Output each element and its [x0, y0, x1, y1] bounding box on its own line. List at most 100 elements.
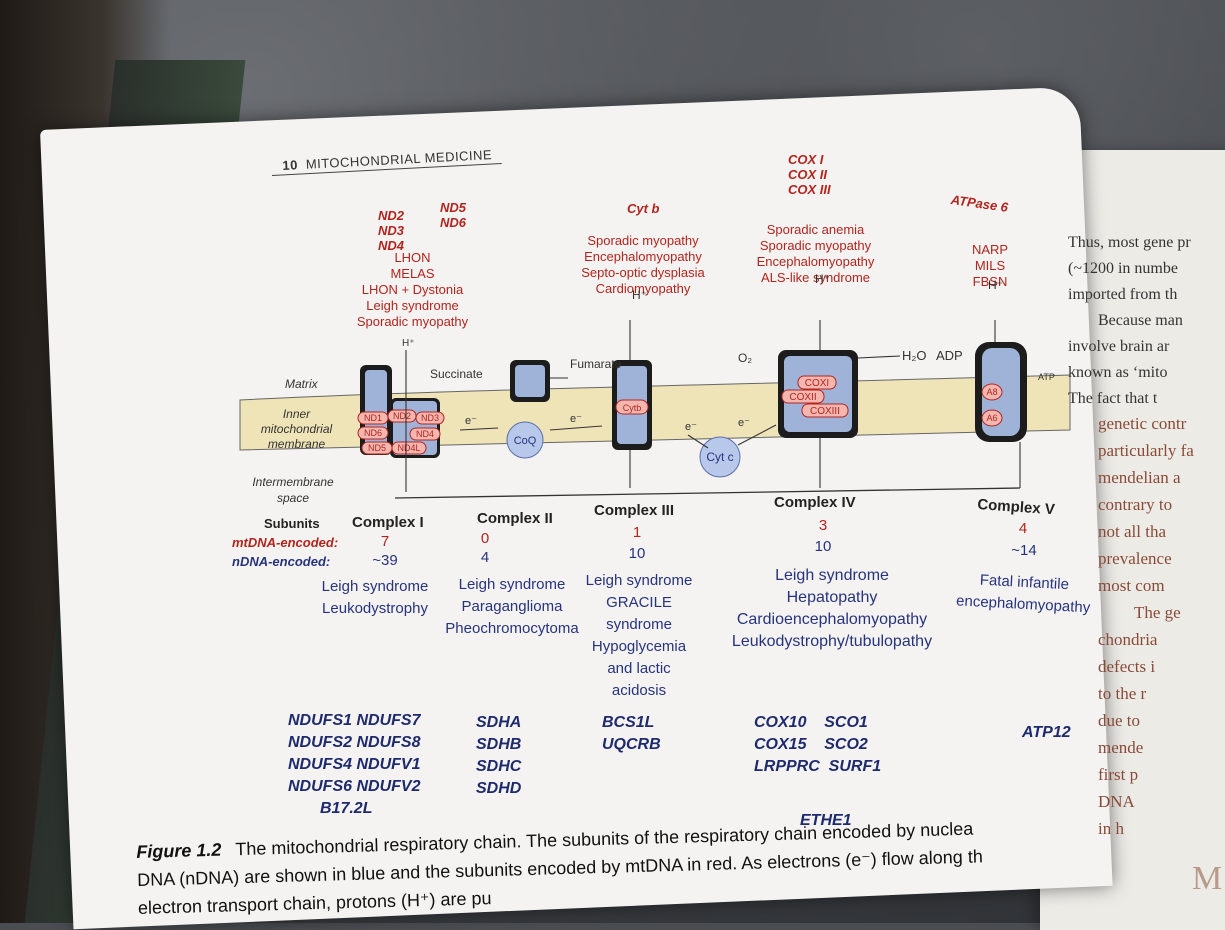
disease-label: GRACILE — [606, 594, 672, 611]
text-line: The ge — [1134, 603, 1181, 622]
complex4-n-genes: COX10 SCO1 COX15 SCO2 LRPPRC SURF1 — [754, 712, 881, 778]
complex5-n-diseases: Fatal infantile encephalomyopathy — [948, 568, 1100, 620]
disease-label: Leukodystrophy/tubulopathy — [731, 633, 933, 650]
subunit-label: ND4L — [397, 443, 420, 453]
inner-membrane-label: Inner mitochondrial membrane — [244, 407, 349, 452]
h-plus-label: H⁺ — [632, 288, 647, 302]
gene-label: NDUFS6 — [288, 778, 353, 795]
complex-v-ndna-count: ~14 — [1011, 542, 1037, 559]
text-line: to the r — [1098, 684, 1147, 703]
disease-label: Leigh syndrome — [321, 578, 429, 595]
complex-i-mtdna-count: 7 — [380, 533, 390, 550]
subunit-label: COXIII — [810, 406, 840, 417]
gene-label: COX I — [788, 152, 824, 167]
text-line: imported from th — [1068, 286, 1178, 303]
disease-label: Leigh syndrome — [366, 298, 459, 313]
complex-ii-ndna-count: 4 — [480, 549, 490, 566]
complex-v-mtdna-count: 4 — [1018, 520, 1028, 537]
h-plus-label: H⁺ — [815, 272, 830, 286]
subunit-label: ND6 — [364, 428, 382, 438]
ndna-row-label: nDNA-encoded: — [232, 554, 331, 569]
disease-label: Cardioencephalomyopathy — [736, 611, 928, 628]
complex4-extra-gene: ETHE1 — [800, 812, 852, 829]
disease-label: Leukodystrophy — [322, 600, 428, 617]
text-line: Thus, most gene pr — [1068, 234, 1191, 251]
complex4-n-diseases: Leigh syndrome Hepatopathy Cardioencepha… — [712, 565, 952, 653]
gene-label: COX II — [788, 167, 828, 182]
cytc-label: Cyt c — [706, 450, 733, 464]
text-line: mende — [1098, 738, 1144, 757]
disease-label: Leigh syndrome — [458, 576, 566, 593]
text-line: most com — [1098, 576, 1165, 595]
complex-iii-name: Complex III — [594, 502, 675, 519]
gene-label: COX15 — [754, 736, 807, 753]
disease-label: ALS-like syndrome — [760, 270, 871, 285]
text-line: known as ‘mito — [1068, 364, 1168, 381]
disease-label: Pheochromocytoma — [445, 620, 579, 637]
gene-label: LRPPRC — [754, 758, 820, 775]
fumarate-label: Fumarate — [570, 357, 622, 371]
complex2-n-diseases: Leigh syndrome Paraganglioma Pheochromoc… — [437, 574, 587, 640]
text-line: first p — [1098, 765, 1139, 784]
right-page-text-2: genetic contr particularly fa mendelian … — [1098, 410, 1194, 842]
complex1-mt-genes-a: ND2 ND3 ND4 — [378, 208, 404, 253]
gene-label: NDUFS1 — [288, 712, 353, 729]
complex4-mt-diseases: Sporadic anemia Sporadic myopathy Enceph… — [738, 222, 893, 286]
complex-ii-name: Complex II — [477, 510, 553, 527]
gene-label: SDHC — [476, 758, 522, 775]
text-line: defects i — [1098, 657, 1156, 676]
e-minus-label: e⁻ — [570, 413, 582, 425]
disease-label: Hepatopathy — [786, 589, 878, 606]
gene-label: B17.2L — [320, 800, 373, 817]
subunit-label: COXII — [789, 392, 816, 403]
subunit-label: A8 — [986, 387, 997, 397]
cytc-circle: Cyt c — [699, 436, 741, 478]
matrix-label: Matrix — [285, 377, 318, 391]
complex1-n-diseases: Leigh syndrome Leukodystrophy — [310, 576, 440, 620]
gene-label: NDUFS7 — [356, 712, 421, 729]
text-line: contrary to — [1098, 495, 1173, 514]
page-number: 10 — [282, 157, 299, 173]
disease-label: FBSN — [972, 274, 1008, 289]
gene-label: SCO2 — [824, 736, 868, 753]
gene-label: COX III — [788, 182, 831, 197]
text-line: due to — [1098, 711, 1141, 730]
complex-ii-shape — [510, 360, 550, 402]
figure-label: Figure 1.2 — [136, 839, 222, 862]
intermembrane-word: space — [276, 491, 310, 505]
disease-label: MILS — [974, 258, 1006, 273]
complex-iv-ndna-count: 10 — [814, 538, 832, 555]
complex3-mt-diseases: Sporadic myopathy Encephalomyopathy Sept… — [568, 233, 718, 297]
disease-label: Encephalomyopathy — [756, 254, 875, 269]
gene-label: NDUFV1 — [356, 756, 421, 773]
complex1-mt-diseases: LHON MELAS LHON + Dystonia Leigh syndrom… — [350, 250, 475, 330]
complex3-mt-gene: Cyt b — [627, 201, 660, 216]
subunit-label: COXI — [805, 378, 829, 389]
gene-label: SDHB — [476, 736, 522, 753]
complex3-n-genes: BCS1L UQCRB — [602, 712, 661, 756]
disease-label: and lactic — [607, 660, 671, 677]
gene-label: NDUFS8 — [356, 734, 421, 751]
complex-i-ndna-count: ~39 — [372, 552, 398, 569]
complex-iv-mtdna-count: 3 — [818, 517, 828, 534]
disease-label: Sporadic myopathy — [587, 233, 699, 248]
disease-label: LHON + Dystonia — [361, 282, 464, 297]
complex-iii-shape: Cytb — [612, 360, 652, 450]
text-line: (~1200 in numbe — [1068, 260, 1178, 277]
complex-iii-ndna-count: 10 — [628, 545, 646, 562]
complex-iii-mtdna-count: 1 — [632, 524, 642, 541]
subunit-label: Cytb — [623, 403, 642, 413]
complex1-mt-genes-b: ND5 ND6 — [440, 200, 466, 230]
disease-label: Septo-optic dysplasia — [581, 265, 705, 280]
complex-iv-name: Complex IV — [774, 494, 856, 511]
gene-label: NDUFV2 — [356, 778, 421, 795]
gene-label: ND2 — [378, 208, 405, 223]
atp-label: ATP — [1038, 372, 1055, 382]
gene-label: BCS1L — [602, 714, 655, 731]
h-plus-label: H⁺ — [988, 278, 1003, 292]
right-page-text: Thus, most gene pr (~1200 in numbe impor… — [1068, 230, 1191, 412]
text-line: particularly fa — [1098, 441, 1194, 460]
text-line: The fact that t — [1068, 390, 1158, 407]
subunit-label: ND3 — [421, 413, 439, 423]
text-line: involve brain ar — [1068, 338, 1170, 355]
